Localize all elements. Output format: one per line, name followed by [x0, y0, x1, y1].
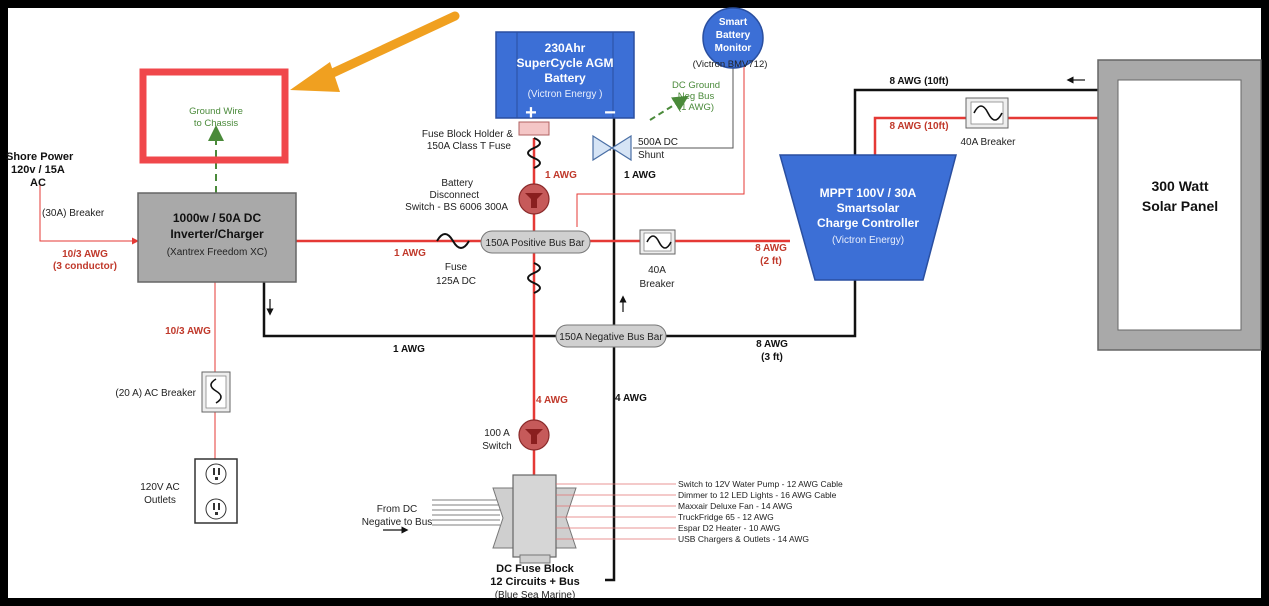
circuit-6: USB Chargers & Outlets - 14 AWG	[678, 534, 809, 544]
shore-power-line3: AC	[30, 177, 46, 189]
breaker-40a-icon	[639, 229, 676, 255]
battery-plus-terminal: +	[525, 102, 537, 124]
shore-wire-label2: (3 conductor)	[53, 261, 117, 272]
inverter-line2: Inverter/Charger	[170, 227, 264, 241]
circuit-3: Maxxair Deluxe Fan - 14 AWG	[678, 501, 792, 511]
shunt-line1: 500A DC	[638, 137, 678, 148]
mppt-controller: MPPT 100V / 30A Smartsolar Charge Contro…	[779, 154, 957, 281]
from-dc-line1: From DC	[377, 504, 418, 515]
class-t-fuse-icon	[527, 137, 541, 169]
breaker-40a-right-icon	[965, 97, 1009, 129]
fuse-holder-block	[518, 121, 550, 136]
shore-power-line2: 120v / 15A	[11, 164, 65, 176]
fuse-block-line3: (Blue Sea Marine)	[495, 590, 576, 601]
fuse-holder-line2: 150A Class T Fuse	[427, 141, 512, 152]
battery-line3: Battery	[544, 71, 586, 85]
wire-label-8awg-3ft-b: (3 ft)	[761, 352, 783, 363]
wire-label-8awg-10ft-black: 8 AWG (10ft)	[889, 76, 948, 87]
circuit-leader-lines	[556, 483, 676, 540]
battery-line1: 230Ahr	[545, 41, 586, 55]
wire-label-1awg-bottom: 1 AWG	[393, 344, 425, 355]
fuse-block-line1: DC Fuse Block	[496, 563, 575, 575]
circuit-2: Dimmer to 12 LED Lights - 16 AWG Cable	[678, 490, 837, 500]
battery-line4: (Victron Energy )	[528, 89, 603, 100]
ac-breaker-label: (20 A) AC Breaker	[115, 388, 196, 399]
switch100-line2: Switch	[482, 441, 511, 452]
monitor-line3: Monitor	[715, 43, 752, 54]
highlight-box	[139, 68, 289, 164]
wire-label-8awg-10ft-red: 8 AWG (10ft)	[889, 121, 948, 132]
ac-outlets-icon	[194, 458, 238, 524]
from-dc-line2: Negative to Bus	[362, 517, 433, 528]
wire-label-8awg-2ft-a: 8 AWG	[755, 243, 787, 254]
circuit-5: Espar D2 Heater - 10 AWG	[678, 523, 780, 533]
disconnect-line3: Switch - BS 6006 300A	[405, 202, 508, 213]
fuse-block-line2: 12 Circuits + Bus	[490, 576, 580, 588]
wire-label-4awg-black: 4 AWG	[615, 393, 647, 404]
wire-label-1awg-top: 1 AWG	[545, 170, 577, 181]
monitor-line2: Battery	[716, 30, 751, 41]
dc-ground-arrow	[649, 95, 689, 121]
ground-note-line2: to Chassis	[194, 118, 239, 129]
positive-bus-label: 150A Positive Bus Bar	[486, 238, 586, 249]
circuit-4: TruckFridge 65 - 12 AWG	[678, 512, 774, 522]
disconnect-switch-icon	[518, 183, 550, 215]
solar-line2: Solar Panel	[1142, 198, 1218, 214]
shunt-icon	[592, 134, 632, 162]
fuse125-line1: Fuse	[445, 262, 468, 273]
dc-fuse-block	[492, 474, 577, 564]
switch100-line1: 100 A	[484, 428, 510, 439]
battery-line2: SuperCycle AGM	[517, 56, 614, 70]
outlets-line1: 120V AC	[140, 482, 179, 493]
battery: 230Ahr SuperCycle AGM Battery (Victron E…	[495, 31, 635, 124]
mppt-line4: (Victron Energy)	[832, 235, 904, 246]
shore-wire-label1: 10/3 AWG	[62, 249, 108, 260]
solar-line1: 300 Watt	[1151, 178, 1208, 194]
wire-label-10-3awg: 10/3 AWG	[165, 326, 211, 337]
disconnect-line2: Disconnect	[430, 190, 480, 201]
battery-monitor: Smart Battery Monitor (Victron BMV712)	[693, 7, 768, 70]
breaker40-left-line2: Breaker	[639, 279, 675, 290]
monitor-line4: (Victron BMV712)	[693, 59, 768, 70]
dc-ground-line1: DC Ground	[672, 80, 720, 91]
inverter-line1: 1000w / 50A DC	[173, 211, 262, 225]
breaker40-right-label: 40A Breaker	[960, 137, 1016, 148]
outlets-line2: Outlets	[144, 495, 176, 506]
fuse-125a-icon	[436, 233, 470, 249]
shore-breaker-label: (30A) Breaker	[42, 208, 105, 219]
circuit-1: Switch to 12V Water Pump - 12 AWG Cable	[678, 479, 843, 489]
dc-ground-line3: (1 AWG)	[678, 102, 714, 113]
ac-breaker-icon	[201, 371, 231, 413]
ground-note-line1: Ground Wire	[189, 106, 243, 117]
wire-label-8awg-3ft-a: 8 AWG	[756, 339, 788, 350]
mppt-line2: Smartsolar	[837, 201, 900, 215]
negative-input-wires	[432, 499, 500, 526]
thin-red-wires	[39, 65, 745, 462]
fuse-holder-line1: Fuse Block Holder &	[422, 129, 513, 140]
wire-label-1awg-shunt: 1 AWG	[624, 170, 656, 181]
battery-minus-terminal: −	[604, 102, 616, 124]
monitor-line1: Smart	[719, 17, 748, 28]
fuse125-line2: 125A DC	[436, 276, 476, 287]
switch-100a-icon	[518, 419, 550, 451]
disconnect-line1: Battery	[441, 178, 473, 189]
positive-bus-bar: 150A Positive Bus Bar	[480, 230, 591, 254]
solar-panel: 300 Watt Solar Panel	[1097, 59, 1262, 351]
mppt-line3: Charge Controller	[817, 216, 919, 230]
inverter-charger: 1000w / 50A DC Inverter/Charger (Xantrex…	[137, 192, 297, 283]
wire-label-8awg-2ft-b: (2 ft)	[760, 256, 782, 267]
shore-power-line1: Shore Power	[6, 151, 74, 163]
inverter-line3: (Xantrex Freedom XC)	[167, 247, 268, 258]
fuse-lower-icon	[527, 262, 541, 294]
breaker40-left-line1: 40A	[648, 265, 666, 276]
negative-bus-bar: 150A Negative Bus Bar	[555, 324, 667, 348]
dc-ground-line2: Neg Bus	[678, 91, 715, 102]
mppt-line1: MPPT 100V / 30A	[820, 186, 917, 200]
negative-bus-label: 150A Negative Bus Bar	[559, 332, 663, 343]
callout-arrow	[290, 11, 460, 92]
wire-label-1awg-left: 1 AWG	[394, 248, 426, 259]
wire-label-4awg-red: 4 AWG	[536, 395, 568, 406]
shunt-line2: Shunt	[638, 150, 664, 161]
